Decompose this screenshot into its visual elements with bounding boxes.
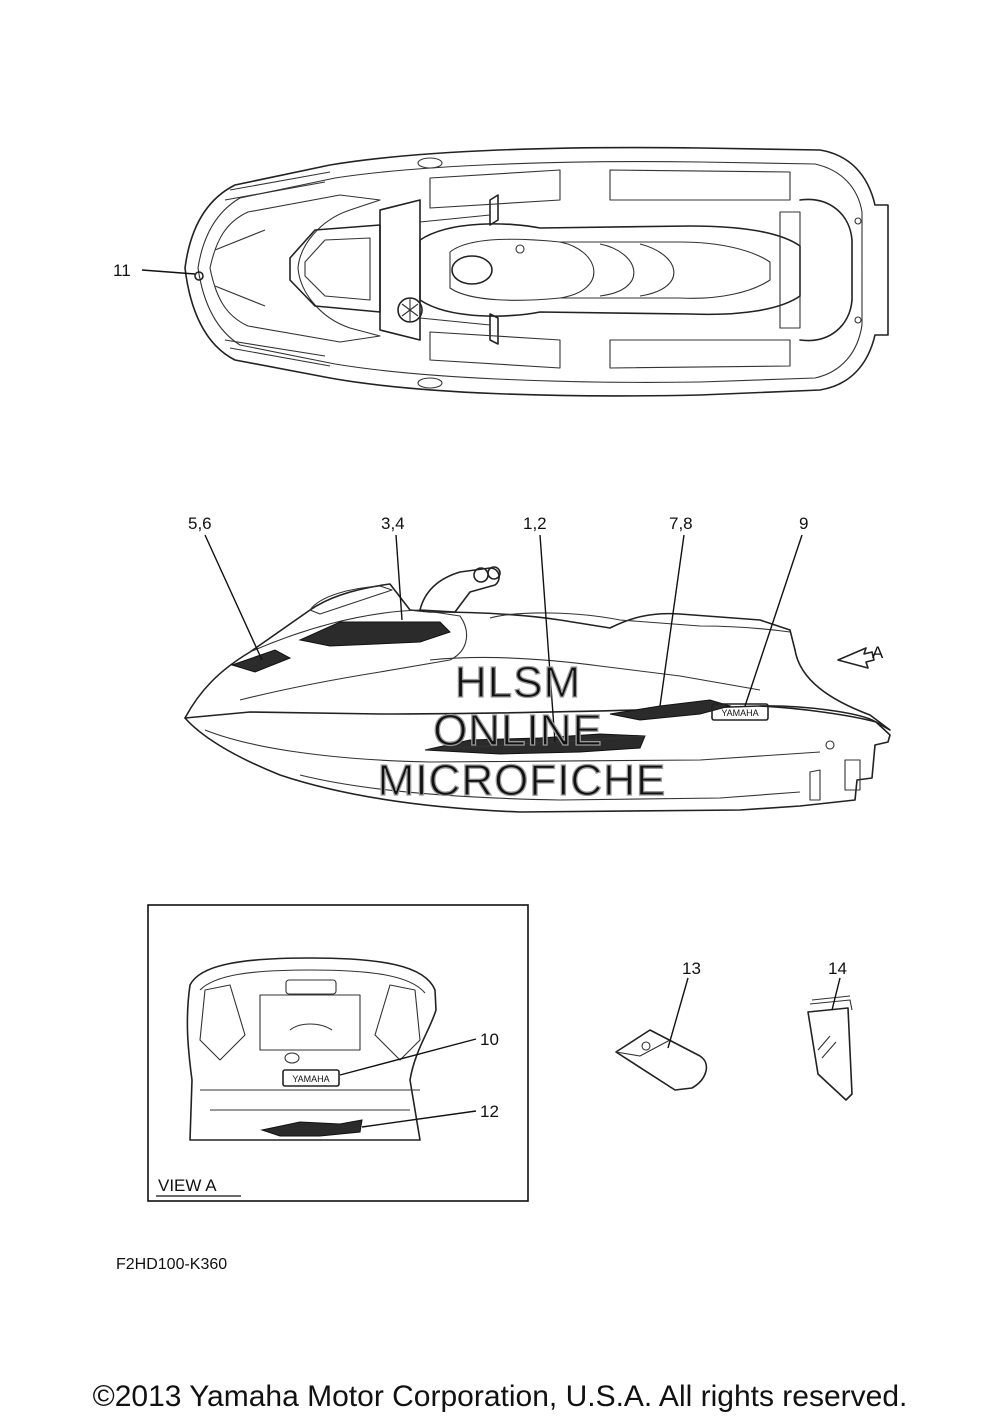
yamaha-rear-decal-text: YAMAHA: [292, 1074, 329, 1084]
part-13: 13: [615, 959, 708, 1091]
copyright-notice: ©2013 Yamaha Motor Corporation, U.S.A. A…: [93, 1380, 908, 1413]
callout-9: 9: [799, 514, 808, 533]
callout-A: A: [872, 643, 884, 662]
callout-1-2: 1,2: [523, 514, 547, 533]
watermark-line2: ONLINE: [433, 706, 603, 755]
callout-12: 12: [480, 1102, 499, 1121]
part-14: 14: [807, 959, 853, 1101]
watermark-line3: MICROFICHE: [378, 756, 667, 805]
callout-13: 13: [682, 959, 701, 978]
view-a-panel: YAMAHA 10 12 VIEW A: [147, 904, 529, 1202]
yamaha-side-decal-text: YAMAHA: [721, 708, 758, 718]
diagram-code: F2HD100-K360: [116, 1256, 227, 1273]
callout-3-4: 3,4: [381, 514, 405, 533]
side-view-watercraft: YAMAHA A 5,6 3,4 1,2 7,8 9: [184, 514, 891, 813]
callout-14: 14: [828, 959, 847, 978]
watermark: HLSM ONLINE MICROFICHE: [377, 657, 667, 805]
watermark-line1: HLSM: [455, 658, 581, 707]
view-a-label: VIEW A: [158, 1176, 217, 1195]
callout-5-6: 5,6: [188, 514, 212, 533]
callout-7-8: 7,8: [669, 514, 693, 533]
callout-11: 11: [113, 261, 131, 280]
top-view-watercraft: 11: [113, 146, 889, 397]
callout-10: 10: [480, 1030, 499, 1049]
